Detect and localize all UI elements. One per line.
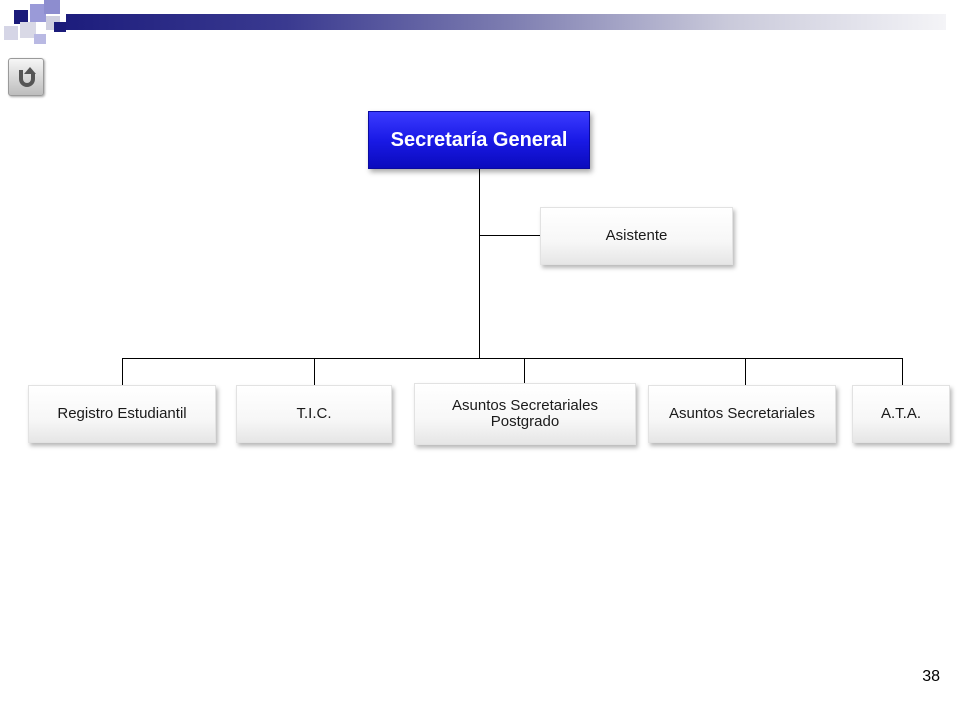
- decorative-square: [44, 0, 60, 14]
- page-number: 38: [922, 668, 940, 685]
- node-registro-estudiantil: Registro Estudiantil: [28, 385, 216, 443]
- decorative-square: [30, 4, 46, 22]
- decorative-square: [4, 26, 18, 40]
- decorative-square: [34, 34, 46, 44]
- node-secretaria-general: Secretaría General: [368, 111, 590, 169]
- header-gradient-bar: [66, 14, 946, 30]
- node-label-line: Postgrado: [490, 413, 560, 430]
- node-tic: T.I.C.: [236, 385, 392, 443]
- node-asuntos-secretariales-postgrado: Asuntos Secretariales Postgrado: [414, 383, 636, 445]
- decorative-square: [54, 22, 66, 32]
- back-button[interactable]: [8, 58, 44, 96]
- node-label-line: Asuntos Secretariales: [452, 397, 598, 414]
- node-ata: A.T.A.: [852, 385, 950, 443]
- decorative-square: [20, 22, 36, 38]
- return-arrow-icon: [19, 67, 36, 87]
- header-banner: [0, 0, 960, 60]
- decorative-square: [14, 10, 28, 24]
- node-asistente: Asistente: [540, 207, 733, 265]
- node-asuntos-secretariales: Asuntos Secretariales: [648, 385, 836, 443]
